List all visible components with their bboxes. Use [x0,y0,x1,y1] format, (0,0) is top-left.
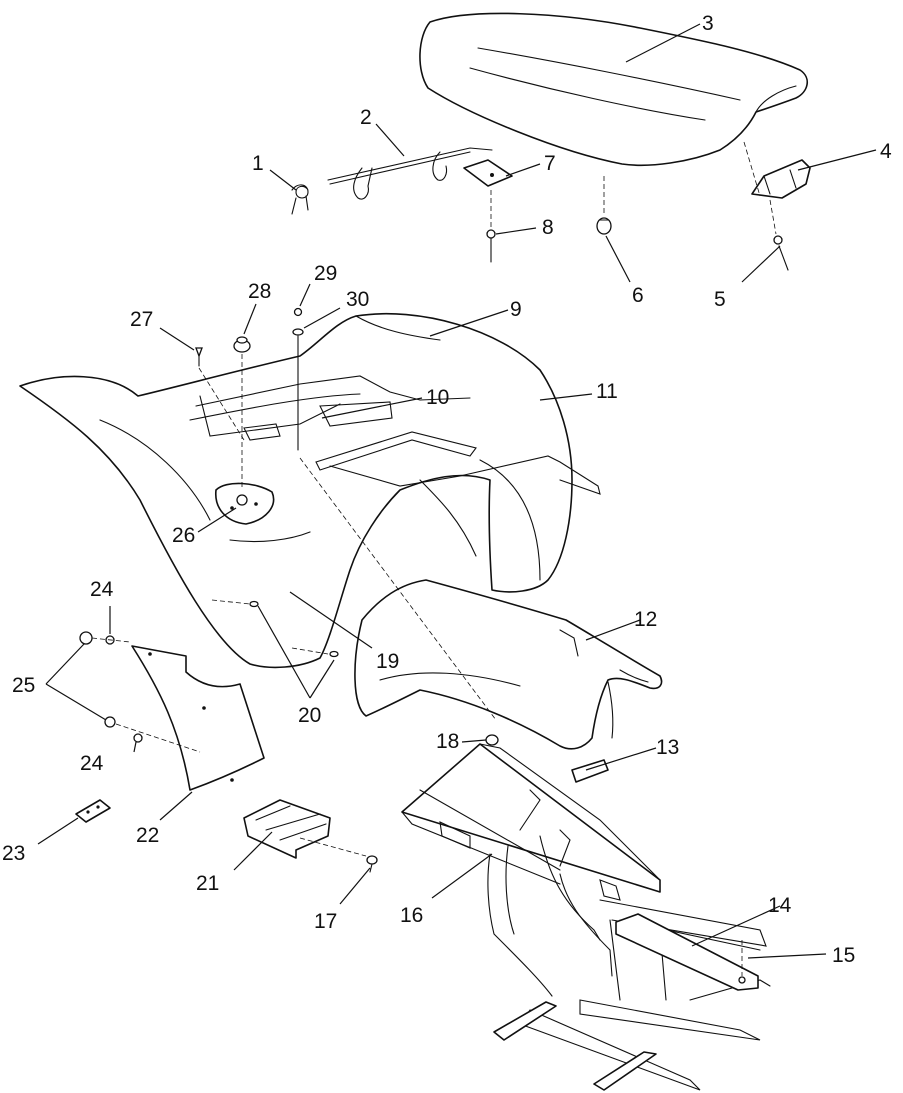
latch-screw[interactable] [486,190,496,263]
callout-18: 18 [436,730,459,753]
callout-17: 17 [314,910,337,933]
callout-12: 12 [634,608,657,631]
callout-24b: 24 [80,752,104,775]
flap-screws[interactable] [211,599,339,658]
taillight-bracket[interactable] [243,799,331,859]
callout-20: 20 [298,704,321,727]
callout-7: 7 [544,152,556,175]
fender-flare[interactable] [354,579,663,750]
callout-24a: 24 [90,578,114,601]
mud-flap[interactable] [131,645,265,791]
rack-support[interactable] [615,913,759,991]
callout-13: 13 [656,736,679,759]
rear-seat-bracket[interactable] [743,141,811,199]
callout-9: 9 [510,298,522,321]
callout-8: 8 [542,216,554,239]
push-rivet[interactable] [195,347,245,441]
frame-bumper[interactable] [485,734,499,746]
callout-22: 22 [136,824,159,847]
seat-bumper[interactable] [596,176,612,235]
callout-16: 16 [400,904,423,927]
callout-10: 10 [426,386,449,409]
backing-plate[interactable] [75,799,111,823]
frame-strap[interactable] [571,759,609,783]
spring[interactable] [291,184,309,215]
callout-11: 11 [596,380,618,403]
assembly-guide-line [299,457,497,721]
callout-19: 19 [376,650,399,673]
callout-28: 28 [248,280,271,303]
fender-screw[interactable] [292,307,304,451]
callout-5: 5 [714,288,726,311]
callout-15: 15 [832,944,855,967]
flap-nuts-washers[interactable] [79,631,201,753]
leader-lines [37,23,877,959]
callout-4: 4 [880,140,892,163]
bracket-nut[interactable] [769,199,789,271]
seat-latch-rod[interactable] [327,147,493,200]
callout-30: 30 [346,288,369,311]
grommet[interactable] [233,336,251,490]
callout-14: 14 [768,894,792,917]
latch-plate[interactable] [463,159,513,187]
callout-1: 1 [252,152,264,175]
callout-23: 23 [2,842,25,865]
rear-fender[interactable] [19,312,601,669]
callout-3: 3 [702,12,714,35]
callout-21: 21 [196,872,219,895]
callout-2: 2 [360,106,372,129]
callout-26: 26 [172,524,195,547]
rack-fastener[interactable] [738,940,746,984]
callout-25: 25 [12,674,35,697]
seat[interactable] [419,12,808,167]
frame[interactable] [401,743,771,1091]
bracket-screw[interactable] [299,837,378,873]
callout-29: 29 [314,262,337,285]
callout-labels: 1 2 3 4 5 6 7 8 9 10 11 12 13 14 15 16 1… [2,12,892,967]
callout-6: 6 [632,284,644,307]
callout-27: 27 [130,308,153,331]
